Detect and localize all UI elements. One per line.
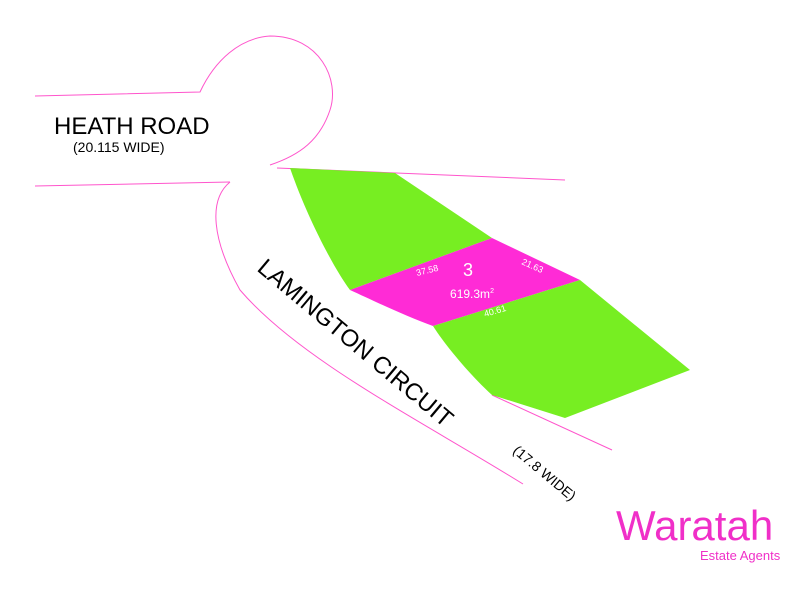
lot-upper xyxy=(290,168,492,290)
lots xyxy=(290,168,690,418)
lamington-circuit-width: (17.8 WIDE) xyxy=(510,442,579,504)
lot-area-unit-superscript: 2 xyxy=(490,288,494,295)
lot-3[interactable] xyxy=(350,238,580,326)
heath-road-name: HEATH ROAD xyxy=(54,113,210,140)
lot-area-value: 619.3m xyxy=(450,287,490,301)
heath-road-width: (20.115 WIDE) xyxy=(73,139,165,155)
brand-name: Waratah xyxy=(616,502,773,549)
heath-road-north-boundary xyxy=(34,35,333,166)
lamington-outer-boundary xyxy=(215,181,524,485)
heath-road-south-boundary xyxy=(34,181,231,187)
lot-area: 619.3m2 xyxy=(450,287,494,301)
lamington-inner-boundary xyxy=(491,394,613,451)
brand-logo: Waratah Estate Agents xyxy=(616,502,781,563)
brand-tagline: Estate Agents xyxy=(700,548,781,563)
lot-lower xyxy=(433,280,690,418)
lot-number: 3 xyxy=(463,260,473,280)
